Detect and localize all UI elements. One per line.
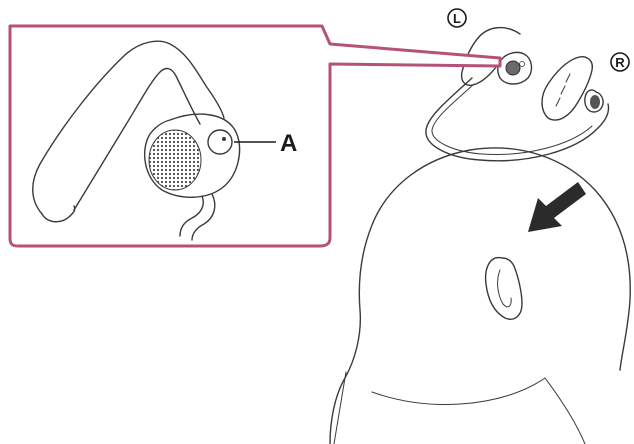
neck-outline (372, 378, 545, 405)
head-illustration (330, 148, 630, 444)
right-unit-body (542, 57, 592, 120)
right-side-marker: R (611, 53, 629, 71)
headphones-illustration (426, 28, 609, 161)
shoulder-line-right (545, 378, 585, 444)
right-side-marker-letter: R (615, 55, 625, 70)
neckband-inner (432, 84, 592, 154)
down-left-arrow-icon (528, 182, 586, 232)
part-a-sensor-dot (222, 137, 226, 141)
zoomed-speaker-grille (149, 130, 201, 190)
shoulder-line-left (334, 372, 346, 444)
right-unit-markings (556, 74, 570, 106)
part-a-sensor (208, 130, 232, 154)
label-a: A (280, 130, 297, 157)
left-side-marker-letter: L (453, 11, 461, 26)
head-outline (330, 148, 630, 444)
left-side-marker: L (448, 9, 466, 27)
left-unit-speaker (506, 61, 520, 75)
ear-outline (486, 258, 522, 320)
right-unit-speaker (590, 95, 600, 109)
ear-inner (498, 270, 512, 307)
left-unit-sensor (520, 62, 525, 67)
